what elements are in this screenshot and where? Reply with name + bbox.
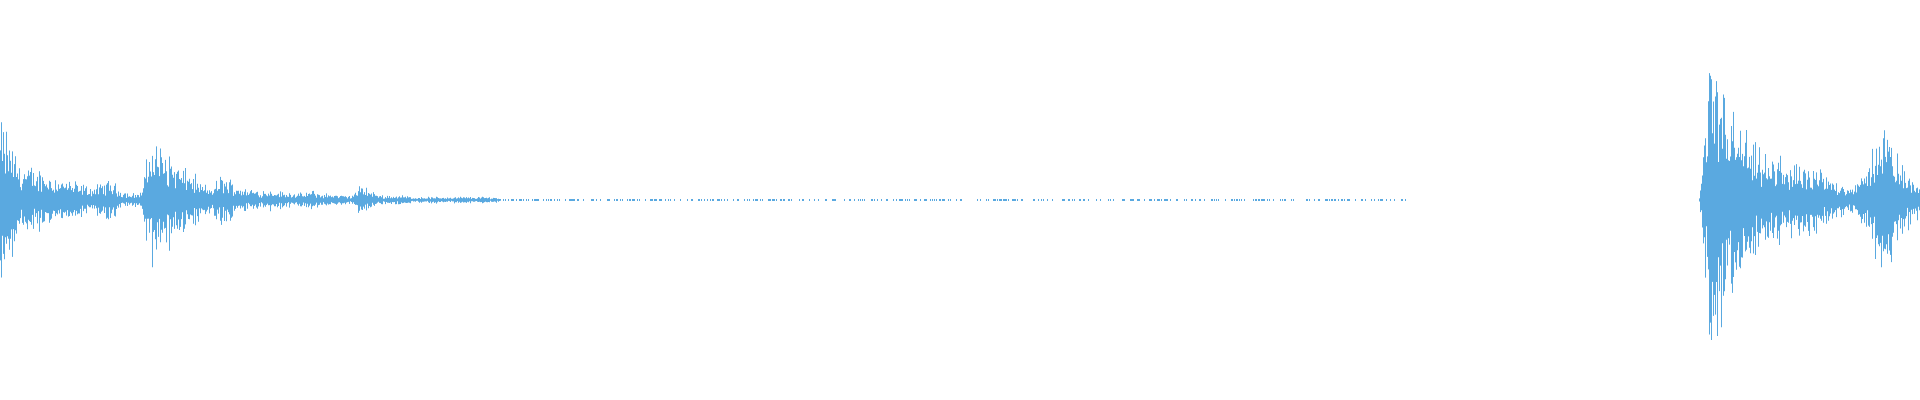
waveform-samples [0, 73, 1920, 340]
waveform-path [0, 73, 1920, 340]
